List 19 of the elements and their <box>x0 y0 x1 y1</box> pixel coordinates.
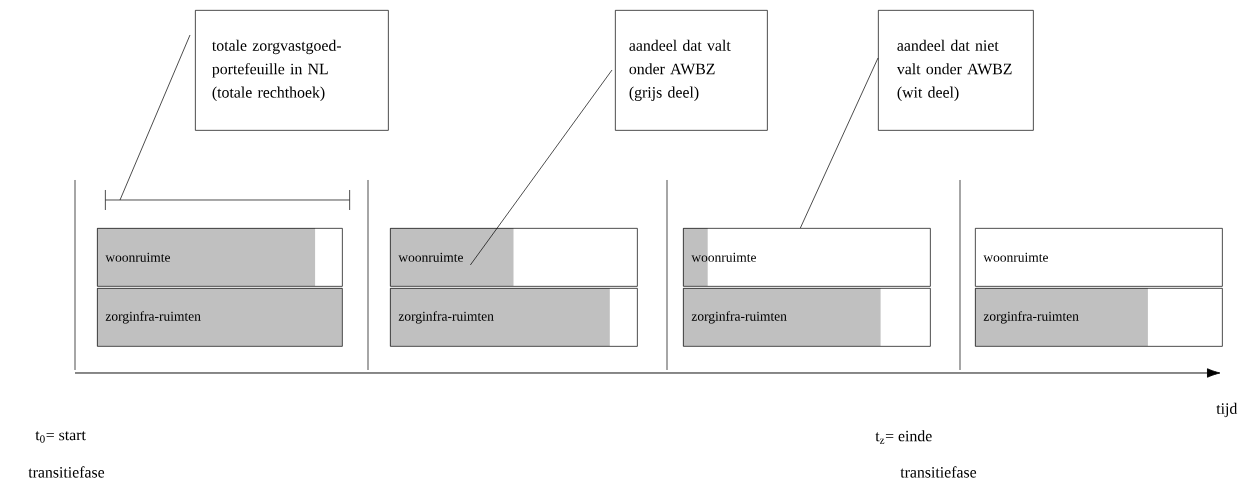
bar-segment: woonruimte <box>683 228 931 287</box>
bar-segment: woonruimte <box>390 228 638 287</box>
axis-label: t$_{0}$= start <box>35 431 86 443</box>
leader-line <box>800 57 879 229</box>
bar-segment: zorginfra-ruimten <box>683 288 931 347</box>
leader-line <box>470 69 613 266</box>
axis-label: tijd <box>1216 402 1238 418</box>
axis-label: t$_{z}$= einde <box>875 430 932 444</box>
bar-segment: zorginfra-ruimten <box>97 288 343 347</box>
bar-segment: woonruimte <box>975 228 1223 287</box>
bar-segment: zorginfra-ruimten <box>390 288 638 347</box>
axis-label: transitiefase <box>28 466 105 478</box>
callout-box: aandeel dat valt onder AWBZ (grijs deel) <box>615 10 768 131</box>
bar-segment: zorginfra-ruimten <box>975 288 1223 347</box>
axis-label: transitiefase <box>900 466 977 478</box>
leader-line <box>119 34 191 201</box>
bar-segment: woonruimte <box>97 228 343 287</box>
callout-box: aandeel dat niet valt onder AWBZ (wit deel) <box>878 10 1034 131</box>
callout-box: totale zorgvastgoed-portefeuille in NL (totale rechthoek) <box>195 10 389 131</box>
